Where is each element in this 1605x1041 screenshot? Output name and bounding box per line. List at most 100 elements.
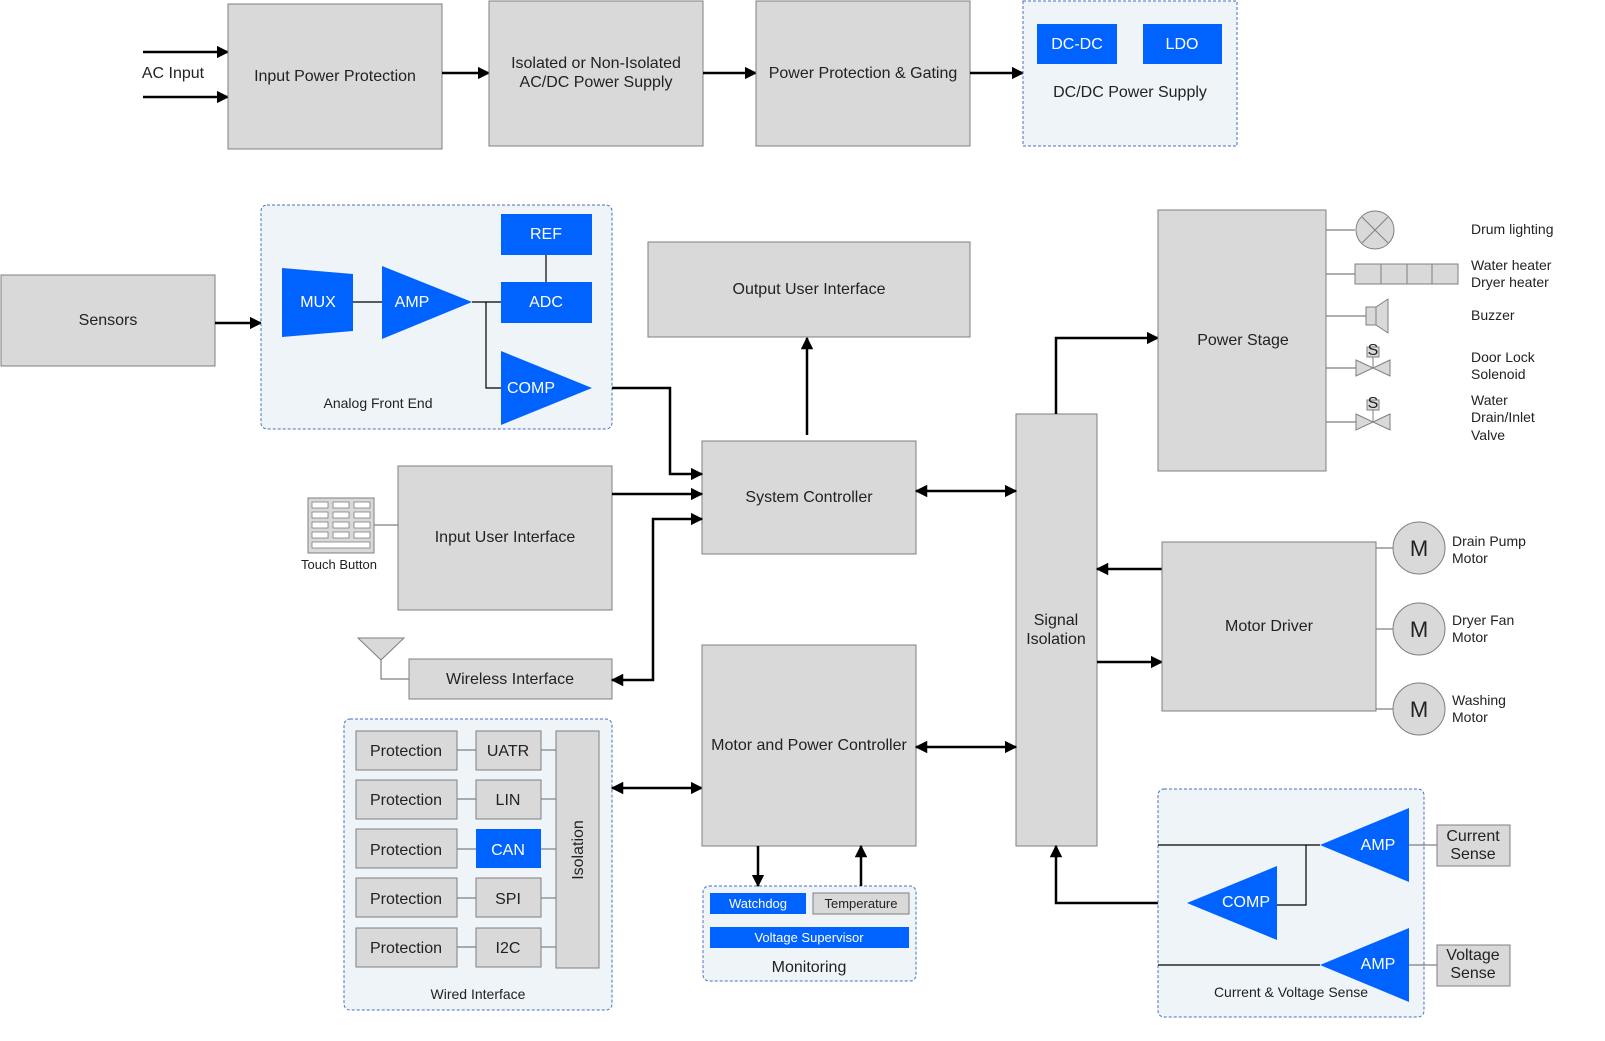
voltage-supervisor-block[interactable]: [710, 927, 909, 948]
spi-block[interactable]: [475, 877, 542, 918]
mux-block[interactable]: [282, 268, 353, 337]
signal-isolation-label-line1: Signal: [1034, 612, 1078, 629]
dcdc-label: DC-DC: [1051, 36, 1103, 53]
door-lock-label-line2: Solenoid: [1471, 366, 1526, 382]
protection-block[interactable]: [355, 927, 458, 968]
amp-block[interactable]: [382, 266, 472, 339]
monitoring-label: Monitoring: [772, 959, 847, 976]
temperature-label: Temperature: [825, 896, 898, 911]
sense-amp2-label: AMP: [1361, 956, 1396, 973]
spi-label: SPI: [495, 891, 521, 908]
sensors-label: Sensors: [79, 312, 138, 329]
lin-label: LIN: [496, 792, 521, 809]
watchdog-block[interactable]: [710, 893, 806, 914]
acdc-label-line2: AC/DC Power Supply: [520, 74, 673, 91]
power-chain: AC Input Input Power Protection Isolated…: [142, 0, 1238, 150]
protection-label: Protection: [370, 842, 442, 859]
power-stage-block[interactable]: [1157, 209, 1327, 472]
dcdc-power-supply-group[interactable]: [1022, 0, 1238, 147]
power-protection-gating-block[interactable]: [755, 0, 971, 147]
sense-amp-block[interactable]: [1320, 808, 1409, 882]
signal-isolation-block[interactable]: [1015, 413, 1098, 847]
valve-label-line3: Valve: [1471, 427, 1505, 443]
ref-block[interactable]: [501, 214, 592, 255]
drain-pump-motor-label-line1: Drain Pump: [1452, 533, 1526, 549]
voltage-supervisor-label: Voltage Supervisor: [754, 930, 864, 945]
acdc-power-supply-block[interactable]: [488, 0, 704, 147]
heater-icon: [1354, 263, 1459, 285]
washing-motor-label-line2: Motor: [1452, 709, 1488, 725]
motor-symbol: M: [1410, 536, 1428, 561]
lamp-icon: [1355, 210, 1395, 250]
drain-pump-motor-label-line2: Motor: [1452, 550, 1488, 566]
solenoid-s-glyph: S: [1368, 342, 1379, 359]
arrow-wireless-controller: [610, 512, 704, 687]
solenoid-valve-icon: S: [1355, 395, 1391, 431]
current-sense-label-line1: Current: [1446, 828, 1500, 845]
motor-driver-label: Motor Driver: [1225, 618, 1314, 635]
uatr-label: UATR: [487, 743, 529, 760]
motor-driver-block[interactable]: [1161, 541, 1377, 712]
adc-label: ADC: [529, 294, 563, 311]
motor-symbol: M: [1410, 697, 1428, 722]
dcdc-group-label: DC/DC Power Supply: [1053, 84, 1207, 101]
output-user-interface-block[interactable]: [647, 241, 971, 338]
monitoring: Watchdog Temperature Voltage Supervisor …: [702, 885, 917, 982]
can-label: CAN: [491, 842, 525, 859]
motor-power-controller-label: Motor and Power Controller: [711, 737, 907, 754]
arrow-afe-to-controller: [612, 386, 704, 481]
temperature-block[interactable]: [812, 892, 910, 915]
input-user-interface-block[interactable]: [397, 465, 613, 611]
dcdc-block[interactable]: [1037, 24, 1117, 64]
protection-block[interactable]: [355, 828, 458, 869]
buzzer-label: Buzzer: [1471, 307, 1515, 323]
uatr-block[interactable]: [475, 730, 542, 771]
wire: [1277, 845, 1307, 906]
valve-label-line1: Water: [1471, 392, 1508, 408]
protection-label: Protection: [370, 743, 442, 760]
drum-lighting-label: Drum lighting: [1471, 221, 1553, 237]
protection-block[interactable]: [355, 779, 458, 820]
wireless-interface-label: Wireless Interface: [446, 671, 574, 688]
wired-interface: Isolation Protection UATR Protection LIN…: [343, 718, 613, 1011]
i2c-block[interactable]: [475, 927, 542, 968]
current-sense-label-line2: Sense: [1450, 846, 1495, 863]
dryer-fan-motor-label-line2: Motor: [1452, 629, 1488, 645]
current-voltage-sense: AMP COMP AMP Current & Voltage Sense: [1157, 788, 1425, 1018]
output-user-interface-label: Output User Interface: [733, 281, 886, 298]
input-user-interface-label: Input User Interface: [435, 529, 576, 546]
voltage-sense-label-line2: Sense: [1450, 965, 1495, 982]
input-power-protection-block[interactable]: [227, 3, 443, 150]
valve-label-line2: Drain/Inlet: [1471, 409, 1535, 425]
acdc-label-line1: Isolated or Non-Isolated: [511, 55, 681, 72]
ldo-block[interactable]: [1143, 24, 1222, 64]
voltage-sense-label-line1: Voltage: [1446, 947, 1499, 964]
wired-interface-label: Wired Interface: [431, 986, 526, 1002]
sense-comp-block[interactable]: [1187, 866, 1277, 940]
input-power-protection-label: Input Power Protection: [254, 68, 416, 85]
afe-group-label: Analog Front End: [324, 395, 433, 411]
voltage-sense-block[interactable]: [1436, 944, 1511, 987]
system-controller-block[interactable]: [701, 440, 917, 555]
comp-block[interactable]: [501, 351, 592, 425]
buzzer-icon: [1365, 298, 1389, 334]
protection-block[interactable]: [355, 730, 458, 771]
solenoid-s-glyph: S: [1368, 395, 1379, 412]
arrow-sense-to-isolation: [1049, 844, 1158, 905]
touch-button-icon: [307, 497, 375, 554]
adc-block[interactable]: [501, 282, 592, 323]
sense-amp-block[interactable]: [1320, 928, 1409, 1002]
motor-icon: [1392, 521, 1446, 575]
watchdog-label: Watchdog: [729, 896, 787, 911]
protection-label: Protection: [370, 940, 442, 957]
ref-label: REF: [530, 226, 562, 243]
can-block[interactable]: [476, 829, 541, 868]
current-sense-block[interactable]: [1436, 824, 1511, 867]
wired-isolation-block[interactable]: [555, 730, 600, 969]
protection-block[interactable]: [355, 877, 458, 918]
sense-amp1-label: AMP: [1361, 837, 1396, 854]
sensors-block[interactable]: [0, 274, 216, 367]
motor-symbol: M: [1410, 617, 1428, 642]
protection-label: Protection: [370, 792, 442, 809]
wireless-interface-block[interactable]: [408, 658, 613, 700]
